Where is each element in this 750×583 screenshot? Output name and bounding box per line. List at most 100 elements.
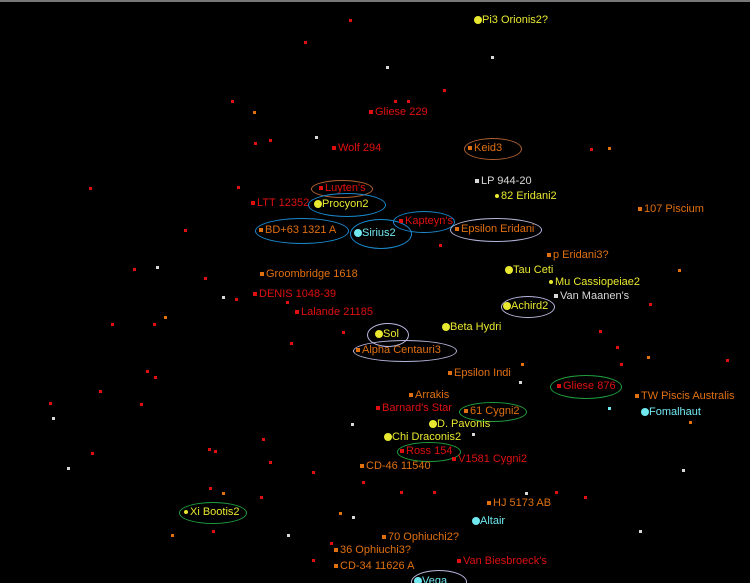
background-star	[491, 56, 494, 59]
star-label: Tau Ceti	[513, 264, 554, 276]
background-star	[237, 186, 240, 189]
star-label: LP 944-20	[481, 175, 532, 187]
star-marker-icon	[253, 292, 257, 296]
star-marker-icon	[369, 110, 373, 114]
star-marker-icon	[549, 280, 553, 284]
star-marker-icon	[384, 433, 392, 441]
star-marker-icon	[332, 146, 336, 150]
background-star	[99, 390, 102, 393]
star-label: Epsilon Eridani	[461, 223, 535, 235]
background-star	[208, 448, 211, 451]
background-star	[407, 100, 410, 103]
background-star	[472, 433, 475, 436]
star-label: CD-34 11626 A	[340, 560, 415, 572]
background-star	[154, 376, 157, 379]
background-star	[555, 491, 558, 494]
star-marker-icon	[468, 146, 472, 150]
star-marker-icon	[452, 457, 456, 461]
star-marker-icon	[260, 272, 264, 276]
star-marker-icon	[638, 207, 642, 211]
background-star	[133, 268, 136, 271]
background-star	[682, 469, 685, 472]
background-star	[214, 450, 217, 453]
background-star	[153, 323, 156, 326]
star-marker-icon	[487, 501, 491, 505]
star-label: p Eridani3?	[553, 249, 609, 261]
background-star	[647, 356, 650, 359]
background-star	[639, 530, 642, 533]
star-marker-icon	[475, 179, 479, 183]
star-label: CD-46 11540	[366, 460, 431, 472]
background-star	[362, 481, 365, 484]
background-star	[443, 89, 446, 92]
star-marker-icon	[414, 577, 422, 583]
background-star	[590, 148, 593, 151]
background-star	[287, 534, 290, 537]
star-label: BD+63 1321 A	[265, 224, 337, 236]
star-marker-icon	[429, 420, 437, 428]
star-marker-icon	[495, 194, 499, 198]
star-label: Luyten's	[325, 182, 366, 194]
star-label: Keid3	[474, 142, 503, 154]
background-star	[184, 229, 187, 232]
background-star	[67, 467, 70, 470]
background-star	[204, 277, 207, 280]
background-star	[608, 407, 611, 410]
star-label: Vega	[422, 575, 448, 583]
star-marker-icon	[259, 228, 263, 232]
star-label: Beta Hydri	[450, 321, 502, 333]
star-label: 107 Piscium	[644, 203, 704, 215]
star-marker-icon	[319, 186, 323, 190]
star-marker-icon	[184, 510, 188, 514]
background-star	[290, 342, 293, 345]
star-marker-icon	[360, 464, 364, 468]
star-label: Barnard's Star	[382, 402, 452, 414]
background-star	[433, 491, 436, 494]
star-label: 36 Ophiuchi3?	[340, 544, 411, 556]
background-star	[439, 244, 442, 247]
star-label: Xi Bootis2	[190, 506, 240, 518]
background-star	[620, 363, 623, 366]
background-star	[304, 41, 307, 44]
background-star	[689, 421, 692, 424]
star-label: Kapteyn's	[405, 215, 453, 227]
background-star	[608, 147, 611, 150]
background-star	[156, 266, 159, 269]
star-marker-icon	[474, 16, 482, 24]
background-star	[525, 492, 528, 495]
background-star	[519, 381, 522, 384]
background-star	[339, 512, 342, 515]
background-star	[209, 487, 212, 490]
background-star	[400, 491, 403, 494]
star-marker-icon	[375, 330, 383, 338]
star-marker-icon	[376, 406, 380, 410]
star-marker-icon	[455, 227, 459, 231]
star-label: Arrakis	[415, 389, 450, 401]
star-label: Van Maanen's	[560, 290, 630, 302]
star-label: 82 Eridani2	[501, 190, 557, 202]
star-label: Procyon2	[322, 198, 369, 210]
star-marker-icon	[400, 449, 404, 453]
background-star	[394, 100, 397, 103]
star-label: Altair	[480, 515, 506, 527]
background-star	[286, 301, 289, 304]
star-label: Achird2	[511, 300, 549, 312]
star-label: Fomalhaut	[649, 406, 701, 418]
background-star	[146, 370, 149, 373]
star-marker-icon	[547, 253, 551, 257]
background-star	[140, 403, 143, 406]
star-label: Alpha Centauri3	[362, 344, 441, 356]
star-marker-icon	[472, 517, 480, 525]
background-star	[212, 530, 215, 533]
background-star	[235, 298, 238, 301]
background-star	[616, 346, 619, 349]
background-star	[351, 423, 354, 426]
star-marker-icon	[448, 371, 452, 375]
star-label: DENIS 1048-39	[259, 288, 337, 300]
star-marker-icon	[251, 201, 255, 205]
background-star	[726, 359, 729, 362]
background-star	[330, 542, 333, 545]
background-star	[521, 363, 524, 366]
star-marker-icon	[457, 559, 461, 563]
